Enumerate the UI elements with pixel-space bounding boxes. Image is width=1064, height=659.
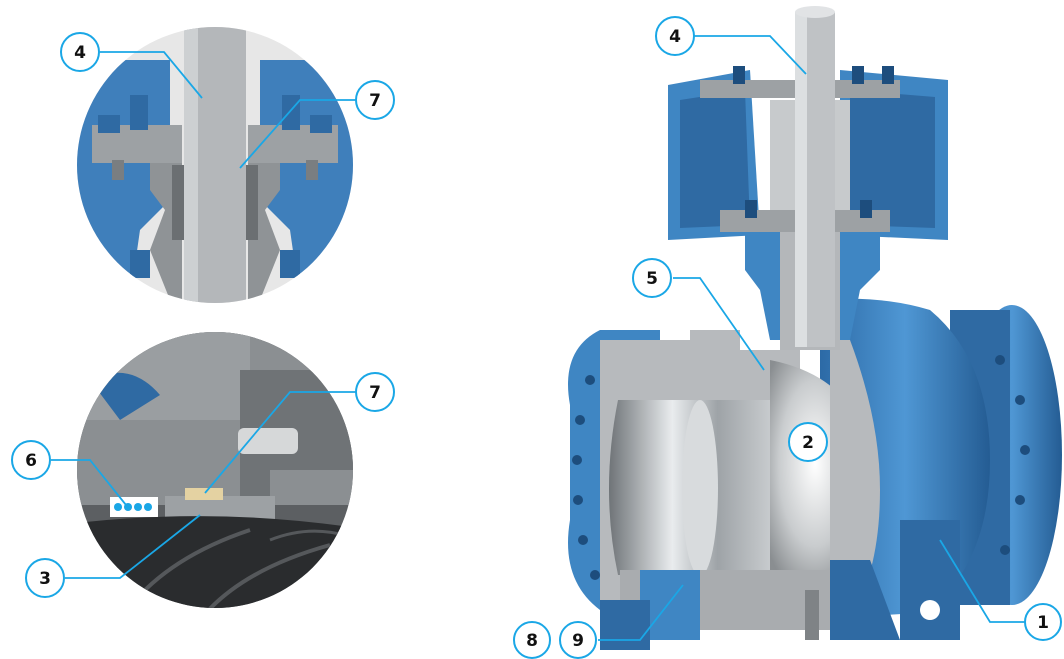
leader-seat-6 bbox=[51, 459, 131, 511]
svg-text:8: 8 bbox=[526, 631, 538, 651]
svg-text:6: 6 bbox=[25, 451, 37, 471]
callout-valve-8: 8 bbox=[513, 621, 551, 659]
svg-text:7: 7 bbox=[369, 383, 381, 403]
callout-bubbles: 4 7 7 6 3 4 5 2 bbox=[11, 16, 1062, 659]
leader-valve-5 bbox=[673, 277, 765, 371]
callout-seat-3: 3 bbox=[25, 558, 65, 598]
stem-packing-detail bbox=[77, 27, 353, 303]
valve-cutaway bbox=[568, 6, 1062, 650]
callout-valve-1: 1 bbox=[1024, 603, 1062, 641]
leader-stem-7 bbox=[239, 99, 356, 169]
leader-valve-1 bbox=[939, 539, 1030, 623]
seat-spring-detail bbox=[77, 332, 353, 608]
callout-valve-2: 2 bbox=[788, 422, 828, 462]
callout-valve-9: 9 bbox=[559, 621, 597, 659]
callout-leaders bbox=[51, 35, 1030, 641]
leader-seat-7 bbox=[204, 391, 356, 494]
leader-valve-4 bbox=[693, 35, 807, 75]
leader-stem-4 bbox=[100, 51, 203, 99]
svg-text:9: 9 bbox=[572, 631, 584, 651]
svg-text:4: 4 bbox=[669, 27, 681, 47]
callout-valve-5: 5 bbox=[632, 258, 672, 298]
callout-seat-6: 6 bbox=[11, 440, 51, 480]
svg-text:2: 2 bbox=[802, 433, 814, 453]
callout-valve-4: 4 bbox=[655, 16, 695, 56]
leader-seat-3 bbox=[65, 514, 201, 579]
callout-stem-7: 7 bbox=[355, 80, 395, 120]
svg-text:3: 3 bbox=[39, 569, 51, 589]
svg-text:5: 5 bbox=[646, 269, 658, 289]
svg-text:4: 4 bbox=[74, 43, 86, 63]
svg-text:7: 7 bbox=[369, 91, 381, 111]
svg-text:1: 1 bbox=[1037, 613, 1049, 633]
callout-seat-7: 7 bbox=[355, 372, 395, 412]
callout-stem-4: 4 bbox=[60, 32, 100, 72]
leader-valve-89 bbox=[598, 584, 684, 641]
